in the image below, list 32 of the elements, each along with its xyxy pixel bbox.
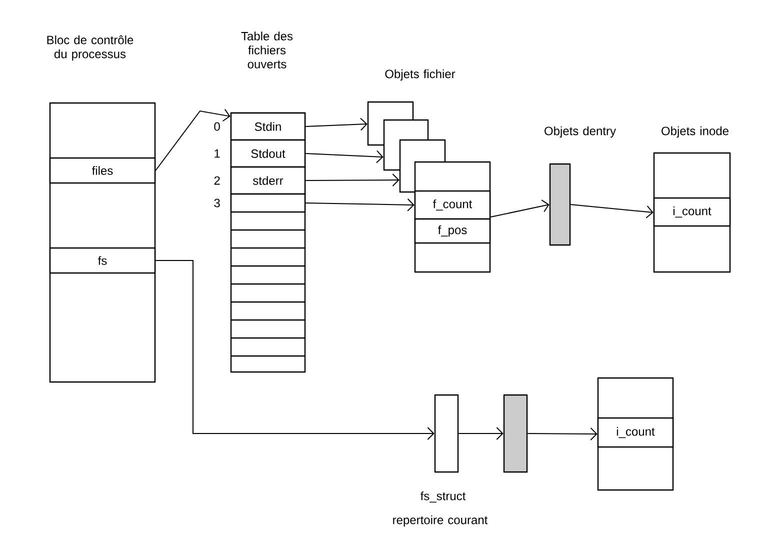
caption: fs_struct: [420, 491, 466, 503]
field-row: f_count: [414, 190, 491, 220]
arrow: [155, 260, 434, 440]
arrow: [305, 198, 414, 212]
arrow: [527, 427, 598, 440]
caption: Objets fichier: [385, 69, 456, 81]
field-row: i_count: [653, 197, 731, 227]
object-bar: [503, 394, 528, 473]
caption: repertoire courant: [393, 515, 488, 527]
field-row: Stdin: [230, 112, 306, 141]
heading: Objets dentry: [544, 126, 616, 138]
field-row: fs: [49, 247, 156, 274]
row-index: 0: [214, 122, 220, 131]
field-row: stderr: [230, 166, 306, 195]
field-row: files: [49, 157, 156, 184]
arrow: [305, 174, 400, 187]
heading: Objets inode: [662, 126, 728, 138]
row-index: 2: [214, 176, 220, 185]
arrow: [490, 200, 550, 218]
heading: Table des fichiers ouverts: [241, 32, 293, 68]
row-index: 1: [214, 149, 220, 158]
heading: Bloc de contrôle du processus: [47, 35, 134, 61]
field-row: Stdout: [230, 139, 306, 168]
field-row: f_pos: [414, 218, 491, 244]
arrow: [155, 108, 230, 171]
arrow: [458, 427, 504, 440]
arrow: [570, 204, 654, 218]
row-index: 3: [214, 198, 220, 208]
arrow: [305, 150, 384, 164]
arrow: [305, 118, 368, 131]
object-bar: [434, 394, 459, 473]
field-row: i_count: [597, 417, 674, 448]
